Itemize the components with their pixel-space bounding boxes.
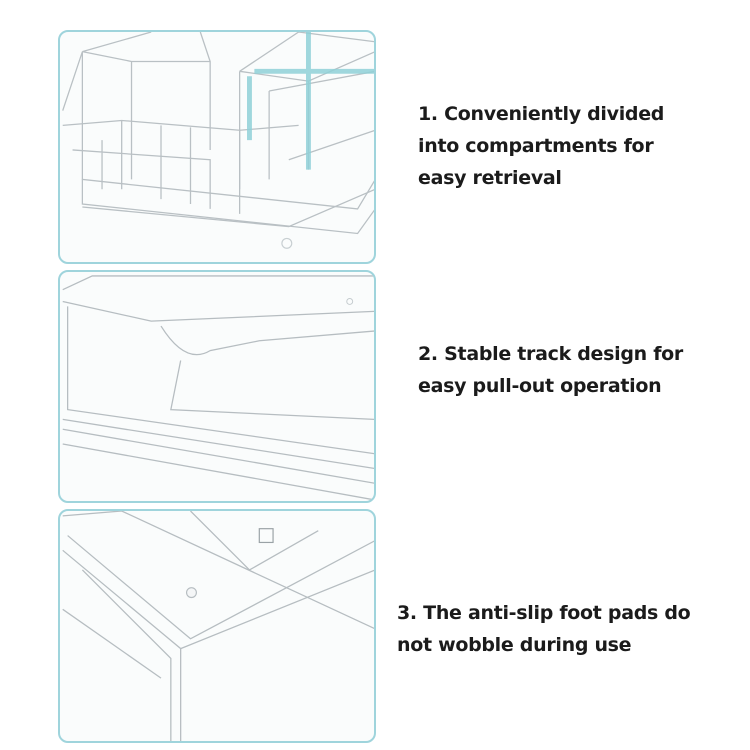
caption-line: 2. Stable track design for (418, 343, 683, 365)
drawer-track-product-image (58, 270, 376, 503)
feature-caption-compartments: 1. Conveniently divided into compartment… (418, 98, 738, 194)
caption-line: 1. Conveniently divided (418, 103, 665, 125)
drawer-track-illustration (62, 275, 374, 501)
caption-line: into compartments for (418, 135, 654, 157)
compartments-product-image (58, 30, 376, 264)
caption-line: not wobble during use (397, 634, 632, 656)
caption-line: 3. The anti-slip foot pads do (397, 602, 691, 624)
feature-caption-track: 2. Stable track design for easy pull-out… (418, 338, 738, 402)
foot-pad-illustration (62, 511, 374, 741)
foot-pads-product-image (58, 509, 376, 743)
feature-caption-foot-pads: 3. The anti-slip foot pads do not wobble… (397, 597, 742, 661)
compartment-organizer-illustration (62, 32, 374, 249)
caption-line: easy pull-out operation (418, 375, 662, 397)
caption-line: easy retrieval (418, 167, 562, 189)
